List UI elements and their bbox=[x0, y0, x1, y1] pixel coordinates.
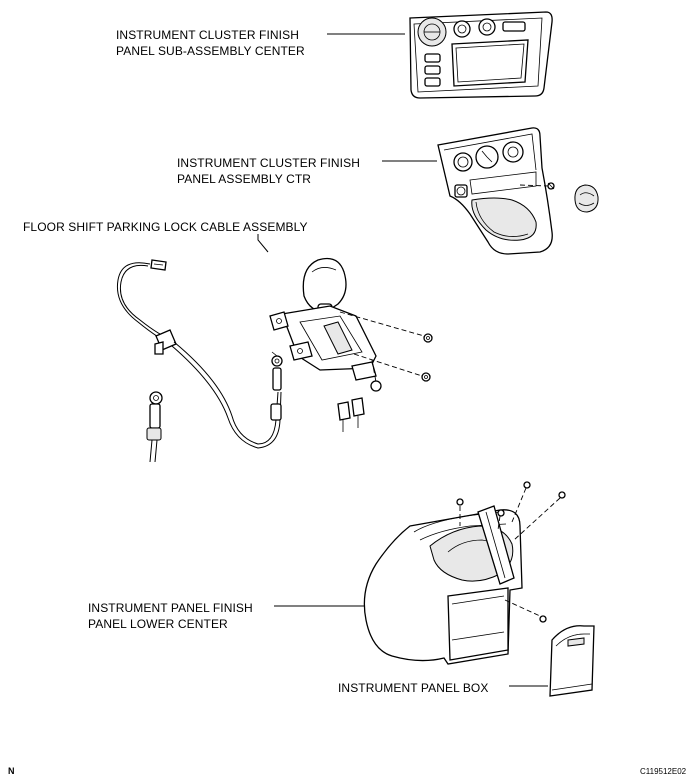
label-lower-center: INSTRUMENT PANEL FINISH PANEL LOWER CENT… bbox=[88, 600, 253, 632]
label-panel-box: INSTRUMENT PANEL BOX bbox=[338, 681, 489, 695]
leader-parking-lock-cable bbox=[257, 234, 269, 253]
figure-code: C119512E02 bbox=[640, 767, 687, 776]
instrument-panel-finish-panel-lower-center bbox=[363, 481, 566, 665]
label-lower-center-line2: PANEL LOWER CENTER bbox=[88, 617, 228, 631]
label-sub-assembly-center-line2: PANEL SUB-ASSEMBLY CENTER bbox=[116, 44, 305, 58]
label-parking-lock-cable: FLOOR SHIFT PARKING LOCK CABLE ASSEMBLY bbox=[23, 220, 308, 234]
label-assembly-ctr-line2: PANEL ASSEMBLY CTR bbox=[177, 172, 312, 186]
label-assembly-ctr: INSTRUMENT CLUSTER FINISH PANEL ASSEMBLY… bbox=[177, 155, 360, 187]
floor-shift-parking-lock-cable-assembly bbox=[116, 259, 283, 463]
label-assembly-ctr-line1: INSTRUMENT CLUSTER FINISH bbox=[177, 156, 360, 170]
corner-mark: N bbox=[8, 766, 15, 776]
instrument-cluster-finish-panel-sub-assembly-center bbox=[409, 11, 553, 99]
shift-lever-assembly bbox=[269, 257, 433, 432]
instrument-cluster-finish-panel-assembly-ctr bbox=[437, 127, 599, 255]
label-lower-center-line1: INSTRUMENT PANEL FINISH bbox=[88, 601, 253, 615]
instrument-panel-box bbox=[549, 625, 595, 697]
leader-lines bbox=[257, 33, 548, 687]
label-sub-assembly-center: INSTRUMENT CLUSTER FINISH PANEL SUB-ASSE… bbox=[116, 27, 305, 59]
label-sub-assembly-center-line1: INSTRUMENT CLUSTER FINISH bbox=[116, 28, 299, 42]
